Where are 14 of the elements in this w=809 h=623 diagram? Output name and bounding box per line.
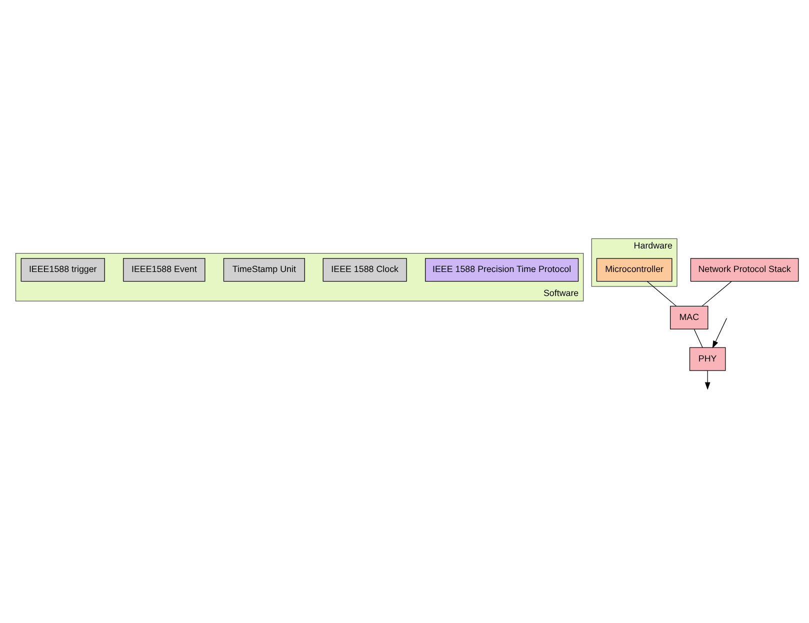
node-box: IEEE1588 trigger (20, 258, 105, 282)
node-box: IEEE1588 Event (123, 258, 206, 282)
arrow (712, 318, 727, 348)
node-box: Network Protocol Stack (690, 258, 799, 282)
connector (702, 281, 732, 306)
connector (694, 328, 703, 348)
node-box: MAC (670, 306, 708, 330)
node-box: Microcontroller (596, 258, 672, 282)
connector (646, 281, 677, 306)
node-box: IEEE 1588 Precision Time Protocol (425, 258, 579, 282)
arrow (704, 370, 710, 390)
node-box: PHY (689, 347, 726, 371)
node-box: IEEE 1588 Clock (322, 258, 407, 282)
node-box: TimeStamp Unit (223, 258, 305, 282)
